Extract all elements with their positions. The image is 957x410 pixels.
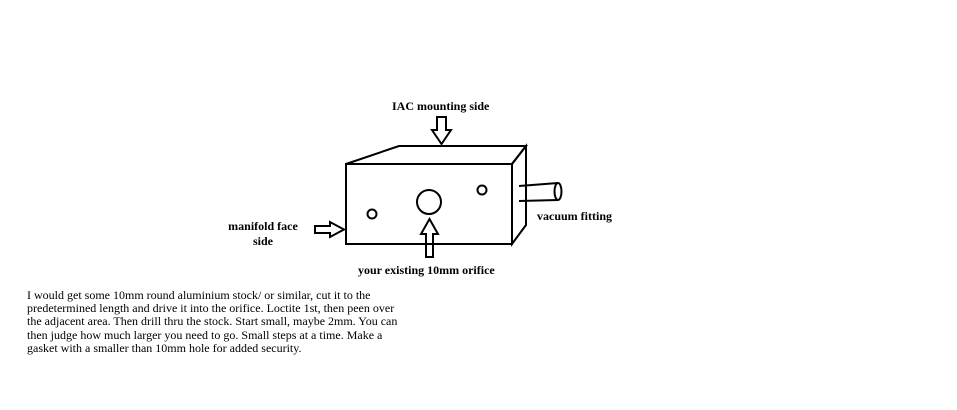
block-right-face [511,143,527,248]
note-line: I would get some 10mm round aluminium st… [27,288,371,302]
note-line: gasket with a smaller than 10mm hole for… [27,340,302,355]
orifice-label: your existing 10mm orifice [358,263,495,277]
instruction-note: I would get some 10mm round aluminium st… [27,288,427,355]
manifold-arrow-icon [314,220,347,239]
manifold-label-line-2: side [252,234,273,248]
orifice-arrow-icon [419,216,440,258]
left-bolt-hole [366,208,378,220]
note-line: the adjacent area. Then drill thru the s… [27,314,398,329]
note-line: predetermined length and drive it into t… [27,301,395,316]
block-front-face [345,163,513,245]
note-line: then judge how much larger you need to g… [27,327,383,342]
manifold-label-line-1: manifold face [228,219,298,233]
iac-mounting-label: IAC mounting side [392,99,490,113]
vacuum-fitting-label: vacuum fitting [537,209,612,223]
right-bolt-hole [476,184,488,196]
iac-arrow-icon [430,116,453,146]
vacuum-fitting [518,182,563,202]
manifold-face-label: manifold face side [222,219,304,249]
block-top-face [345,145,529,165]
orifice-hole [416,189,442,215]
